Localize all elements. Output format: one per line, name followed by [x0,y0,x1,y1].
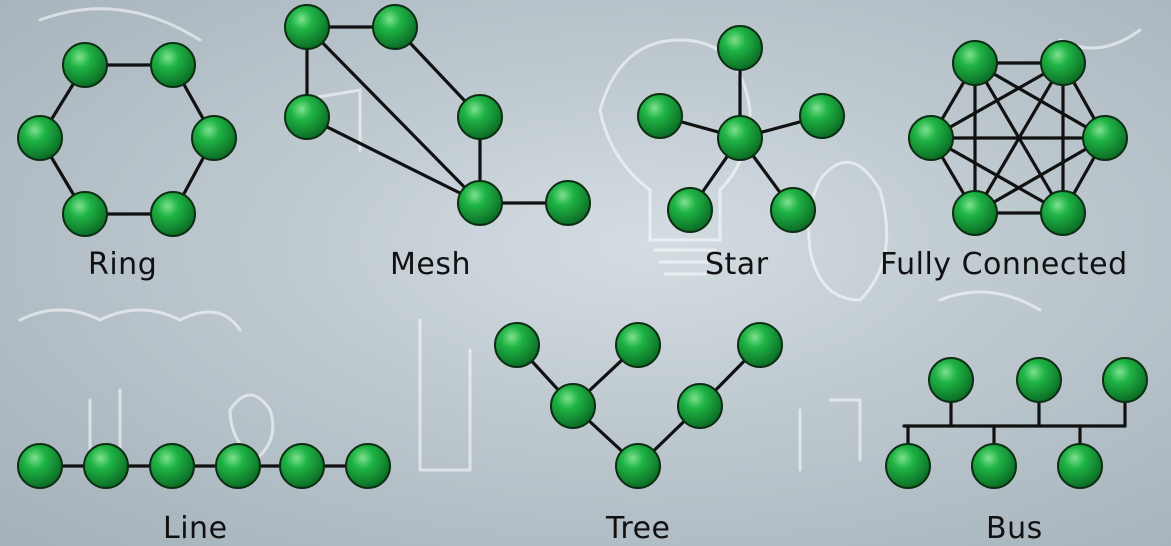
fully-connected-edge [929,136,1065,215]
tree-label: Tree [606,511,671,546]
bus-label: Bus [986,511,1043,546]
fully-connected-label: Fully Connected [880,247,1128,282]
star-node [770,187,816,233]
fully-connected-node [952,40,998,86]
ring-node [62,191,108,237]
line-label: Line [163,511,228,546]
fully-connected-node [952,190,998,236]
mesh-label: Mesh [390,247,471,282]
ring-node [191,115,237,161]
ring-node [62,42,108,88]
ring-node [150,191,196,237]
line-node [215,443,261,489]
star-label: Star [705,247,769,282]
tree-node [737,322,783,368]
line-node [17,443,63,489]
mesh-node [457,94,503,140]
star-node [637,93,683,139]
tree-node [550,383,596,429]
mesh-edge [305,25,482,205]
mesh-node [372,4,418,50]
bus-node [1102,357,1148,403]
star-node [717,115,763,161]
ring-node [150,42,196,88]
bus-node [971,443,1017,489]
fully-connected-node [1040,40,1086,86]
ring-label: Ring [88,247,158,282]
tree-node [677,383,723,429]
mesh-node [284,94,330,140]
bus-node [1016,357,1062,403]
line-node [83,443,129,489]
star-node [667,187,713,233]
nodes-layer [17,4,1148,489]
bus-node [885,443,931,489]
tree-node [615,322,661,368]
star-node [717,25,763,71]
tree-node [615,443,661,489]
mesh-node [545,180,591,226]
fully-connected-node [908,115,954,161]
star-node [799,93,845,139]
line-node [345,443,391,489]
fully-connected-node [1082,115,1128,161]
fully-connected-edge [973,136,1107,215]
bus-node [928,357,974,403]
ring-node [17,115,63,161]
mesh-node [284,4,330,50]
fully-connected-node [1040,190,1086,236]
mesh-edge [305,115,482,205]
bus-node [1057,443,1103,489]
mesh-node [457,180,503,226]
line-node [279,443,325,489]
line-node [149,443,195,489]
fully-connected-edge [929,61,1065,140]
tree-node [494,322,540,368]
